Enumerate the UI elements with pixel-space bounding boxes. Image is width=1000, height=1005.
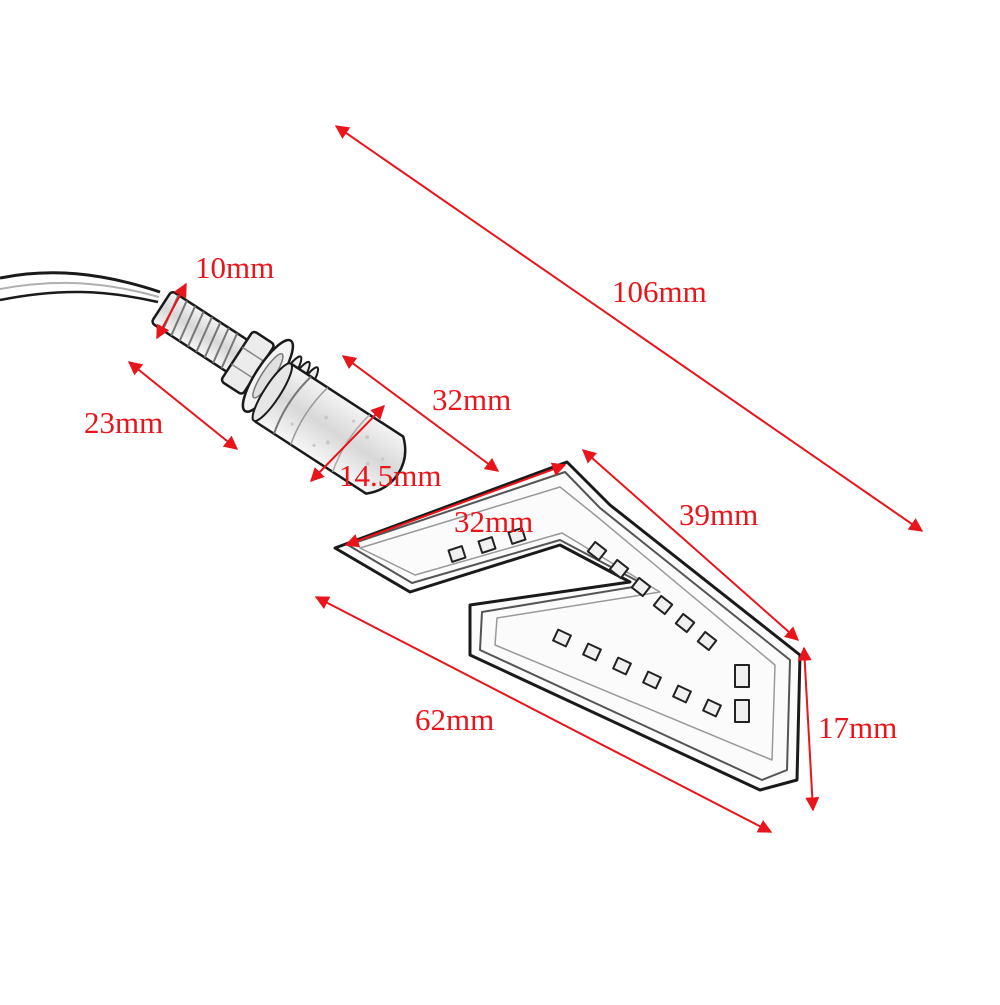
label-neck-length: 32mm — [432, 382, 511, 417]
label-bottom-length: 62mm — [415, 702, 494, 737]
label-neck-diameter: 14.5mm — [339, 458, 441, 493]
label-bolt-diameter: 10mm — [195, 250, 274, 285]
cable — [0, 271, 161, 304]
dimension-labels: 10mm 23mm 32mm 14.5mm 32mm 106mm 39mm 62… — [84, 250, 897, 745]
dim-line-bolt-length — [127, 361, 239, 450]
dimension-lines — [127, 125, 924, 833]
label-arm-length: 39mm — [679, 497, 758, 532]
dim-line-bolt-diameter — [156, 282, 187, 340]
label-bolt-length: 23mm — [84, 405, 163, 440]
label-inner-chevron: 32mm — [454, 504, 533, 539]
label-tip-height: 17mm — [818, 710, 897, 745]
dim-line-total-length — [334, 125, 924, 532]
label-total-length: 106mm — [612, 274, 707, 309]
dim-line-bottom-length — [314, 596, 773, 833]
dim-line-tip-height — [797, 646, 820, 812]
